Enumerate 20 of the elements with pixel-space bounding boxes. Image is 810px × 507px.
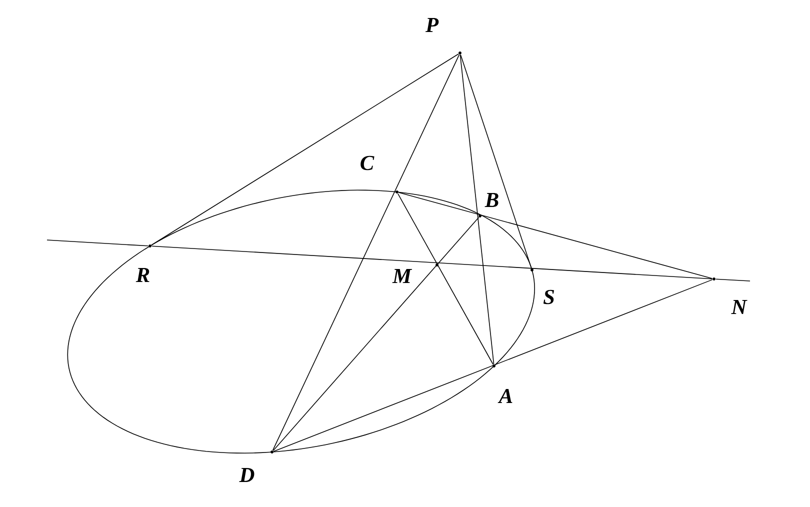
line-segment: [151, 54, 459, 246]
line-segment: [151, 246, 713, 280]
line-segment: [460, 54, 532, 269]
line-segment: [715, 278, 750, 282]
point-label: A: [492, 364, 512, 404]
point-label: B: [478, 193, 498, 218]
line-segment: [398, 193, 494, 365]
point-label: N: [712, 278, 748, 314]
point-label: S: [530, 268, 554, 304]
line-segment: [272, 54, 460, 451]
point-label: R: [136, 244, 152, 282]
line-segment: [273, 279, 713, 452]
line-segment: [272, 217, 480, 451]
point-label: M: [392, 264, 438, 283]
point-label: P: [426, 18, 462, 54]
point-label: C: [360, 156, 398, 194]
point-label: D: [239, 450, 274, 482]
line-segment: [460, 54, 494, 365]
line-segment: [398, 192, 713, 279]
line-segment: [46, 240, 149, 246]
